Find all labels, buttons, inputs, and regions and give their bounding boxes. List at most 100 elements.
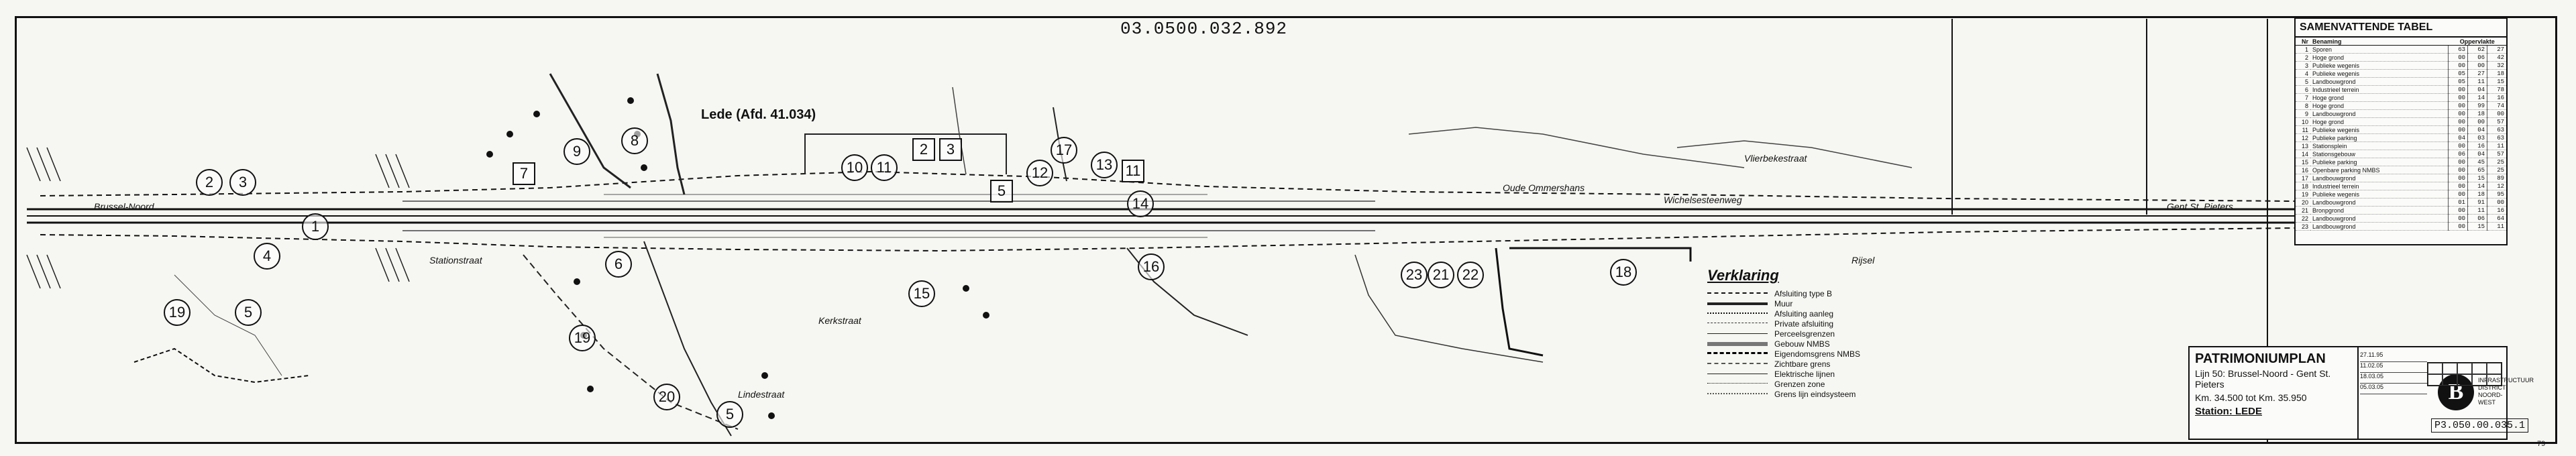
road-line: [1676, 140, 1913, 168]
title-block: PATRIMONIUMPLAN Lijn 50: Brussel-Noord -…: [2188, 346, 2534, 440]
parcel-number-circle: 10: [841, 154, 868, 181]
legend-title: Verklaring: [1707, 267, 1779, 284]
summary-cell: 15: [2487, 77, 2506, 86]
summary-cell: 11: [2487, 222, 2506, 231]
legend-label: Grens lijn eindsysteem: [1774, 389, 1856, 399]
summary-cell: 00: [2448, 190, 2468, 198]
parcel-number-circle: 14: [1127, 190, 1154, 217]
legend-row: Private afsluiting: [1707, 319, 1888, 329]
summary-cell: 45: [2467, 158, 2487, 166]
summary-cell: 9: [2296, 109, 2310, 118]
date-cell: 05.03.05: [2360, 384, 2427, 394]
road-line: [1495, 247, 1544, 357]
legend-label: Afsluiting type B: [1774, 288, 1833, 298]
parcel-number-circle: 13: [1091, 152, 1118, 178]
legend-label: Gebouw NMBS: [1774, 339, 1830, 349]
summary-cell: 27: [2467, 69, 2487, 78]
summary-cell: Landbouwgrond: [2310, 222, 2449, 231]
summary-cell: 18: [2296, 182, 2310, 190]
parcel-number-circle: 21: [1428, 262, 1454, 288]
summary-cell: Industrieel terrein: [2310, 182, 2449, 190]
summary-cell: Publieke wegenis: [2310, 125, 2449, 134]
summary-cell: Publieke wegenis: [2310, 61, 2449, 70]
summary-cell: 00: [2448, 214, 2468, 223]
summary-cell: 89: [2487, 174, 2506, 182]
summary-cell: Publieke parking: [2310, 158, 2449, 166]
summary-cell: 7: [2296, 93, 2310, 102]
summary-cell: 32: [2487, 61, 2506, 70]
map-label: Vlierbekestraat: [1744, 153, 1807, 164]
summary-cell: 00: [2448, 182, 2468, 190]
plan-title: PATRIMONIUMPLAN: [2195, 351, 2326, 366]
summary-cell: 3: [2296, 61, 2310, 70]
road-line: [523, 254, 739, 430]
summary-cell: 14: [2467, 93, 2487, 102]
summary-cell: Stationsplein: [2310, 141, 2449, 150]
summary-cell: Stationsgebouw: [2310, 150, 2449, 158]
legend-label: Grenzen zone: [1774, 379, 1825, 389]
legend-row: Afsluiting type B: [1707, 288, 1888, 298]
summary-cell: 01: [2448, 198, 2468, 207]
parcel-number-circle: 2: [196, 169, 223, 196]
line-description: Lijn 50: Brussel-Noord - Gent St. Pieter…: [2195, 368, 2331, 390]
station-name: Station: LEDE: [2195, 406, 2262, 417]
summary-cell: 12: [2296, 133, 2310, 142]
summary-header-cell: Oppervlakte: [2448, 38, 2506, 46]
parcel-number-circle: 4: [254, 243, 280, 270]
summary-cell: 62: [2467, 45, 2487, 54]
parcel-number-box: 7: [513, 162, 535, 185]
dates-grid: 27.11.95 11.02.05 18.03.05 05.03.05: [2360, 351, 2427, 394]
summary-header-cell: Nr: [2296, 38, 2310, 46]
parcel-number-circle: 5: [716, 401, 743, 428]
legend-row: Grenzen zone: [1707, 379, 1888, 389]
summary-cell: Hoge grond: [2310, 53, 2449, 62]
parcel-number-circle: 1: [302, 213, 329, 240]
legend: Verklaring Afsluiting type B Muur Afslui…: [1707, 267, 1888, 421]
summary-cell: 23: [2296, 222, 2310, 231]
summary-cell: 17: [2296, 174, 2310, 182]
fence-detail: [133, 347, 309, 384]
summary-cell: 16: [2296, 166, 2310, 174]
station-label: Lede (Afd. 41.034): [701, 107, 816, 122]
summary-cell: 00: [2448, 61, 2468, 70]
summary-cell: 00: [2448, 141, 2468, 150]
summary-cell: 00: [2448, 109, 2468, 118]
summary-cell: 63: [2487, 125, 2506, 134]
parcel-number-circle: 17: [1051, 137, 1077, 164]
summary-cell: 20: [2296, 198, 2310, 207]
parcel-number-circle: 12: [1026, 160, 1053, 186]
summary-cell: 00: [2448, 85, 2468, 94]
road-line: [952, 87, 967, 175]
parcel-number-circle: 19: [569, 325, 596, 351]
parcel-number-circle: 16: [1138, 253, 1165, 280]
map-label: Rijsel: [1851, 255, 1875, 266]
summary-cell: 11: [2467, 206, 2487, 215]
summary-cell: 16: [2487, 206, 2506, 215]
summary-cell: 11: [2296, 125, 2310, 134]
summary-cell: 05: [2448, 77, 2468, 86]
summary-cell: Hoge grond: [2310, 117, 2449, 126]
summary-cell: 14: [2467, 182, 2487, 190]
summary-cell: 04: [2467, 125, 2487, 134]
road-line: [656, 73, 686, 195]
summary-cell: 16: [2467, 141, 2487, 150]
legend-row: Perceelsgrenzen: [1707, 329, 1888, 339]
summary-cell: 15: [2467, 222, 2487, 231]
map-label: Kerkstraat: [818, 315, 861, 326]
parcel-outline: [804, 133, 1007, 174]
summary-cell: 2: [2296, 53, 2310, 62]
summary-cell: 00: [2487, 109, 2506, 118]
property-boundary: [40, 227, 2295, 252]
organization-name: INFRASTRUCTUUR DISTRICT NOORD-WEST: [2478, 377, 2534, 406]
summary-cell: 00: [2448, 125, 2468, 134]
summary-cell: 12: [2487, 182, 2506, 190]
parcel-number-circle: 23: [1401, 262, 1428, 288]
summary-cell: 42: [2487, 53, 2506, 62]
